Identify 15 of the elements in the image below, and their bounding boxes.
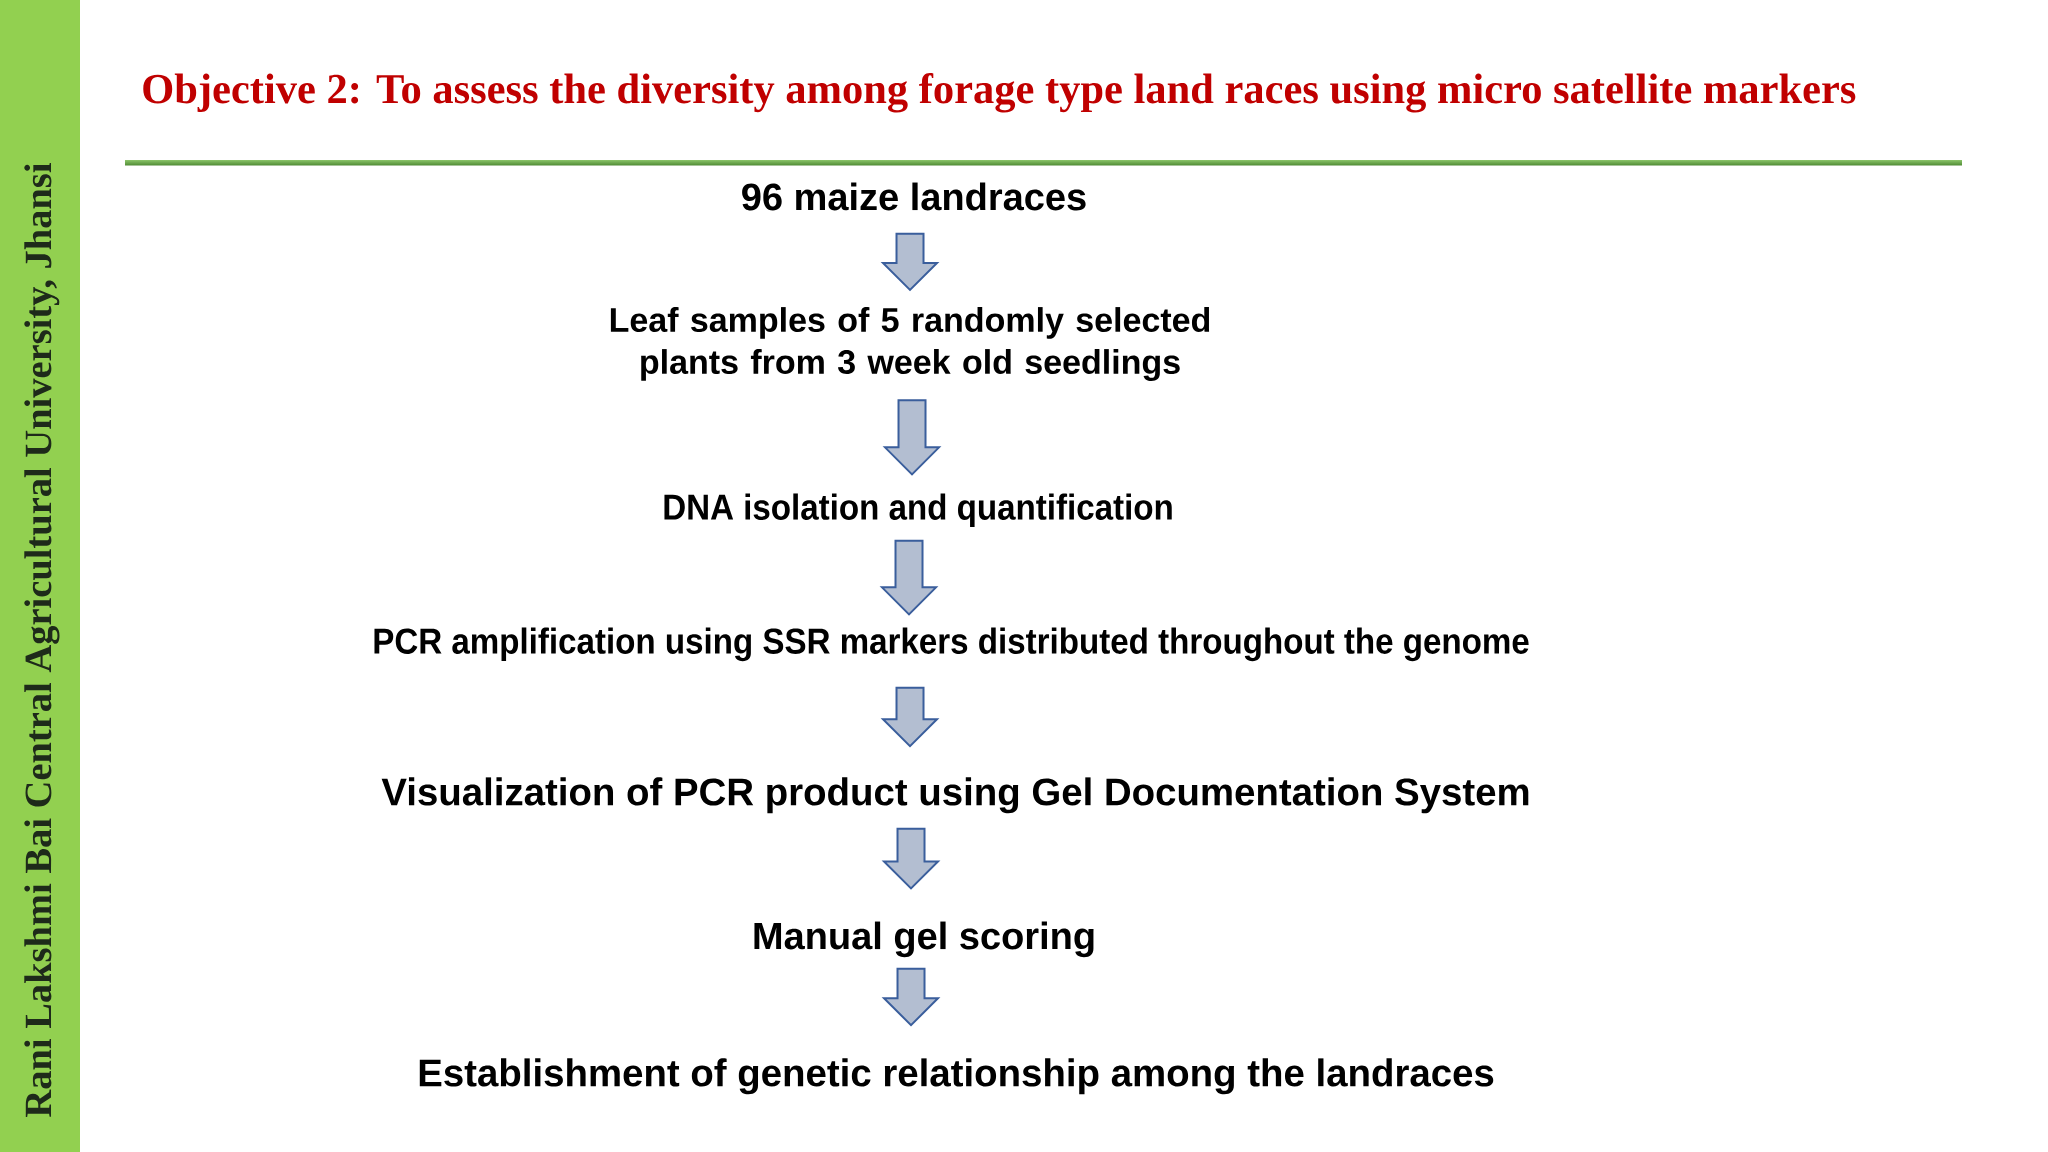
step-label: Leaf samples of 5 randomly selected plants from 3 week old seedlings (610, 307, 1210, 381)
step-label: PCR amplification using SSR markers distributed throughout the genome (374, 627, 1529, 662)
step-label: Manual gel scoring (754, 921, 1094, 958)
title: Objective 2: To assess the diversity among forage type land races using micro satellite markers (143, 73, 1856, 113)
step-label: 96 maize landraces (742, 182, 1086, 211)
sidebar-text: Rani Lakshmi Bai Central Agricultural University, Jhansi (24, 163, 60, 1117)
block-arrow (881, 827, 941, 890)
block-arrow (882, 399, 942, 476)
step-label: DNA isolation and quantification (664, 493, 1172, 527)
block-arrow (879, 539, 939, 616)
block-arrow (880, 232, 940, 292)
block-arrow (880, 686, 940, 748)
block-arrow (881, 967, 941, 1027)
step-label: Establishment of genetic relationship among the landraces (419, 1058, 1494, 1095)
step-label: Visualization of PCR product using Gel Documentation System (381, 777, 1529, 814)
